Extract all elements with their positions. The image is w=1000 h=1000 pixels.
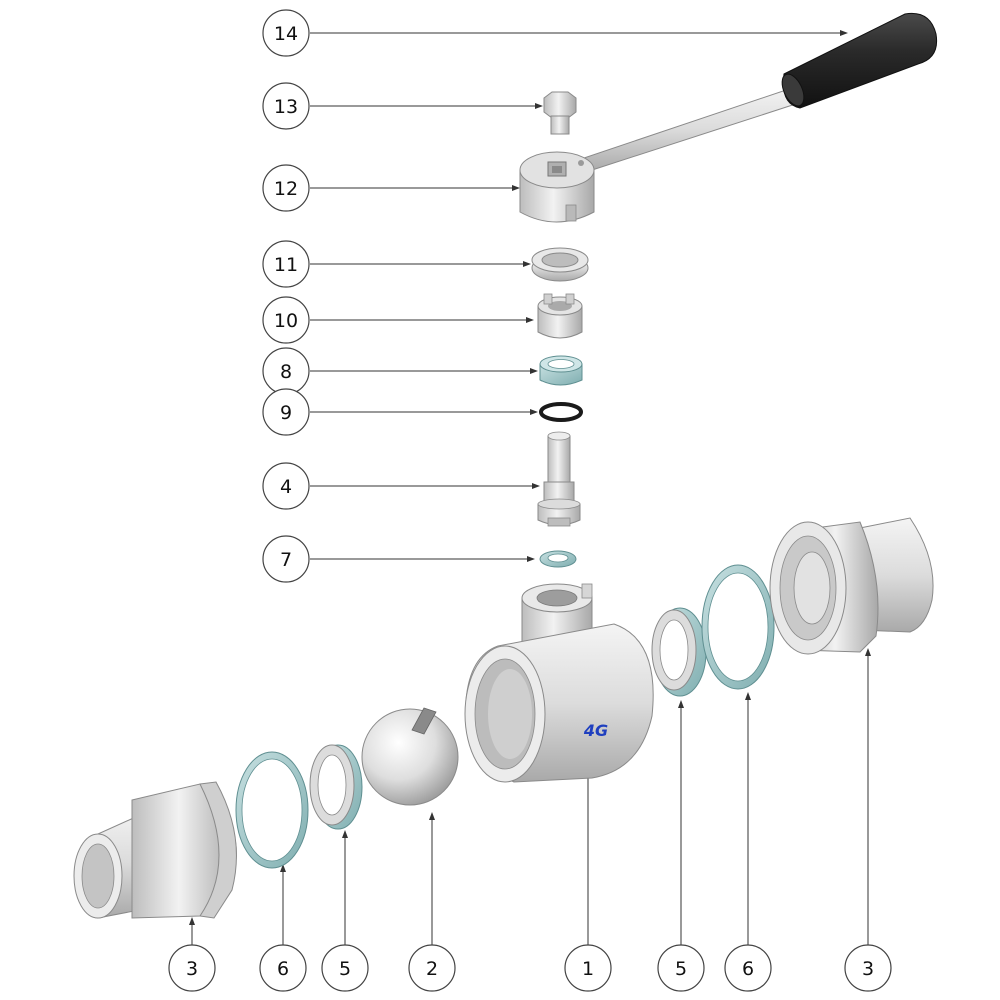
callout-12: 12: [262, 164, 310, 212]
callout-6-left-label: 6: [277, 958, 289, 980]
callout-9: 9: [262, 388, 310, 436]
callout-3-right: 3: [844, 944, 892, 992]
brand-mark: 4G: [583, 721, 608, 740]
callout-13-label: 13: [274, 96, 298, 118]
callout-5-left: 5: [321, 944, 369, 992]
leader-lines-top: [310, 30, 848, 562]
callout-8: 8: [262, 347, 310, 395]
callout-2-label: 2: [426, 958, 438, 980]
callout-14-label: 14: [274, 23, 298, 45]
valve-stem: [537, 431, 581, 527]
callouts-bottom: 3 6 5 2 1 5 6 3: [168, 944, 892, 992]
stem-bushing: [537, 293, 583, 339]
ball-seat-left: [309, 744, 363, 830]
callout-11: 11: [262, 240, 310, 288]
gasket-left: [235, 751, 309, 869]
callout-3-left: 3: [168, 944, 216, 992]
callout-6-right-label: 6: [742, 958, 754, 980]
handle-hub: [519, 151, 595, 223]
valve-body: 4G: [464, 583, 654, 783]
callout-6-left: 6: [259, 944, 307, 992]
callout-7: 7: [262, 535, 310, 583]
stem-seal-teal: [539, 355, 583, 386]
callout-1-label: 1: [582, 958, 594, 980]
callout-9-label: 9: [280, 402, 292, 424]
callout-1: 1: [564, 944, 612, 992]
callout-5-right: 5: [657, 944, 705, 992]
o-ring: [539, 402, 583, 422]
callout-8-label: 8: [280, 361, 292, 383]
callout-10-label: 10: [274, 310, 298, 332]
hex-bolt: [543, 91, 577, 135]
callout-2: 2: [408, 944, 456, 992]
callout-3-right-label: 3: [862, 958, 874, 980]
thrust-washer: [539, 550, 577, 568]
ball-seat-right: [651, 607, 707, 697]
leader-lines-bottom: [189, 648, 871, 945]
union-end-left: [73, 781, 237, 919]
callout-3-left-label: 3: [186, 958, 198, 980]
callout-5-left-label: 5: [339, 958, 351, 980]
callouts-top: 14 13 12 11 10 8 9 4: [262, 9, 310, 583]
callout-14: 14: [262, 9, 310, 57]
callout-7-label: 7: [280, 549, 292, 571]
callout-4: 4: [262, 462, 310, 510]
callout-5-right-label: 5: [675, 958, 687, 980]
union-end-right: [769, 517, 934, 655]
callout-13: 13: [262, 82, 310, 130]
gasket-right: [701, 564, 775, 690]
callout-12-label: 12: [274, 178, 298, 200]
callout-6-right: 6: [724, 944, 772, 992]
callout-4-label: 4: [280, 476, 292, 498]
callout-10: 10: [262, 296, 310, 344]
valve-ball: [361, 707, 459, 806]
handle-lever: [577, 12, 938, 173]
nut-ring: [531, 247, 589, 282]
callout-11-label: 11: [274, 254, 298, 276]
